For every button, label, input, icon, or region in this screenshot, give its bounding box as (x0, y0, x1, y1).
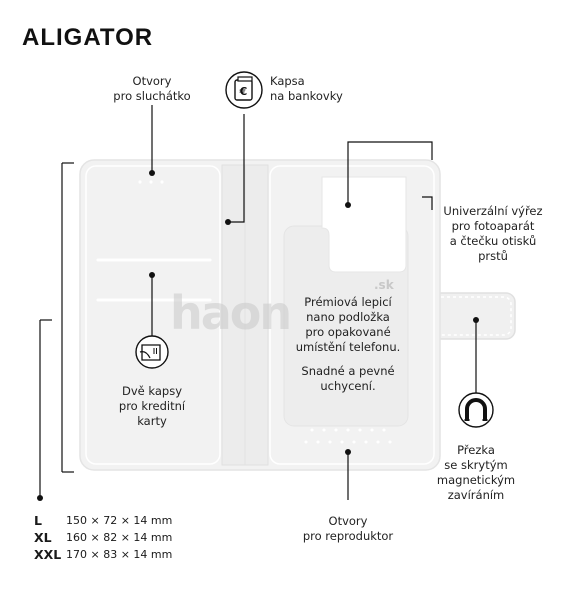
banknote-leader (228, 114, 245, 223)
aligator-logo: ALIGATOR (22, 24, 154, 51)
size-bracket (39, 162, 74, 498)
size-dimensions: 170 × 83 × 14 mm (66, 548, 173, 561)
magnet-icon (458, 392, 494, 428)
watermark: haon (170, 286, 292, 340)
euro-banknote-icon: € (225, 71, 263, 109)
size-row: L 150 × 72 × 14 mm (34, 512, 172, 529)
svg-text:€: € (239, 85, 248, 98)
card-pocket-icon (135, 335, 169, 369)
size-row: XL 160 × 82 × 14 mm (34, 529, 172, 546)
camera-leader (347, 141, 433, 204)
size-row: XXL 170 × 83 × 14 mm (34, 546, 172, 563)
size-dimensions: 150 × 72 × 14 mm (66, 514, 173, 527)
size-name: L (34, 513, 42, 528)
size-dimensions: 160 × 82 × 14 mm (66, 531, 173, 544)
size-table: L 150 × 72 × 14 mm XL 160 × 82 × 14 mm X… (34, 512, 172, 563)
watermark-suffix: .sk (374, 278, 394, 292)
size-name: XL (34, 530, 52, 545)
size-name: XXL (34, 547, 62, 562)
open-case (79, 159, 441, 471)
camera-leader-right (422, 196, 433, 210)
